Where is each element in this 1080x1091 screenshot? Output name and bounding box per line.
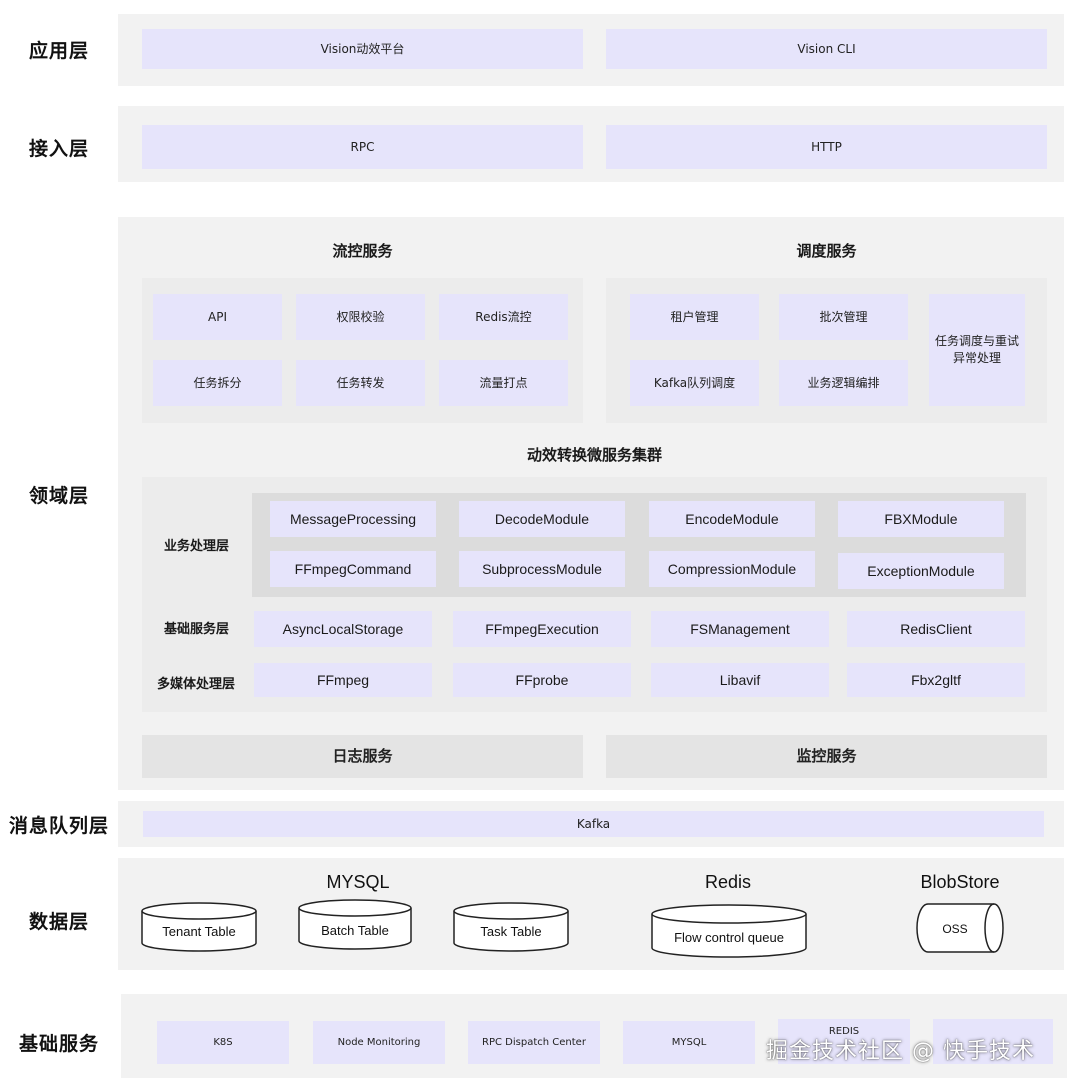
- sched-item-tenant: 租户管理: [630, 294, 759, 340]
- log-service-box: 日志服务: [142, 735, 583, 778]
- app-item-vision-cli: Vision CLI: [606, 29, 1047, 69]
- module-fbx2gltf: Fbx2gltf: [847, 663, 1025, 697]
- layer-label-infra: 基础服务: [18, 1033, 99, 1055]
- module-compression: CompressionModule: [649, 551, 815, 587]
- cluster-title: 动效转换微服务集群: [526, 446, 662, 464]
- module-fbx: FBXModule: [838, 501, 1004, 537]
- layer-label-mq: 消息队列层: [8, 815, 109, 837]
- sched-retry-line2: 异常处理: [952, 351, 1001, 365]
- monitor-service-box: 监控服务: [606, 735, 1047, 778]
- infra-item-rpc-dispatch: RPC Dispatch Center: [468, 1021, 600, 1064]
- mysql-title: MYSQL: [326, 872, 390, 892]
- mq-item-kafka: Kafka: [143, 811, 1044, 837]
- task-table-label: Task Table: [480, 924, 541, 939]
- infra-item-extra: [933, 1019, 1053, 1064]
- redis-title: Redis: [704, 872, 752, 892]
- sched-retry-line1: 任务调度与重试: [934, 334, 1019, 348]
- module-encode: EncodeModule: [649, 501, 815, 537]
- flow-item-task-split: 任务拆分: [153, 360, 282, 406]
- db-cylinder-tenant: Tenant Table: [141, 902, 257, 952]
- sched-item-batch: 批次管理: [779, 294, 908, 340]
- infra-item-k8s: K8S: [157, 1021, 289, 1064]
- data-layer-band: [118, 858, 1064, 970]
- infra-item-mysql: MYSQL: [623, 1021, 755, 1064]
- module-async-local-storage: AsyncLocalStorage: [254, 611, 432, 647]
- sched-item-biz-orchestration: 业务逻辑编排: [779, 360, 908, 406]
- base-service-layer-label: 基础服务层: [164, 622, 230, 637]
- sched-item-retry-exception: 任务调度与重试 异常处理: [929, 294, 1025, 406]
- db-cylinder-redis: Flow control queue: [651, 904, 807, 958]
- oss-label: OSS: [942, 922, 967, 936]
- module-exception: ExceptionModule: [838, 553, 1004, 589]
- module-ffmpeg: FFmpeg: [254, 663, 432, 697]
- flow-item-redis-flow: Redis流控: [439, 294, 568, 340]
- tenant-table-label: Tenant Table: [162, 924, 236, 939]
- business-layer-label: 业务处理层: [164, 539, 230, 554]
- infra-item-node-monitoring: Node Monitoring: [313, 1021, 445, 1064]
- flow-item-api: API: [153, 294, 282, 340]
- layer-label-app: 应用层: [28, 40, 89, 62]
- app-item-vision-platform: Vision动效平台: [142, 29, 583, 69]
- module-libavif: Libavif: [651, 663, 829, 697]
- batch-table-label: Batch Table: [321, 923, 389, 938]
- layer-label-data: 数据层: [28, 911, 89, 933]
- module-ffmpeg-command: FFmpegCommand: [270, 551, 436, 587]
- sched-item-kafka-queue: Kafka队列调度: [630, 360, 759, 406]
- scheduling-title: 调度服务: [796, 242, 857, 260]
- layer-label-domain: 领域层: [28, 485, 89, 507]
- module-redis-client: RedisClient: [847, 611, 1025, 647]
- module-subprocess: SubprocessModule: [459, 551, 625, 587]
- watermark-text: 掘金技术社区 @ 快手技术: [766, 1039, 1035, 1064]
- flow-item-traffic-tracking: 流量打点: [439, 360, 568, 406]
- infra-item-redis: REDIS: [778, 1019, 910, 1064]
- oss-storage-shape: OSS: [916, 903, 1004, 953]
- layer-label-access: 接入层: [28, 138, 89, 160]
- flow-item-task-forward: 任务转发: [296, 360, 425, 406]
- module-ffprobe: FFprobe: [453, 663, 631, 697]
- flow-control-title: 流控服务: [332, 242, 393, 260]
- media-layer-label: 多媒体处理层: [157, 677, 236, 692]
- module-decode: DecodeModule: [459, 501, 625, 537]
- db-cylinder-task: Task Table: [453, 902, 569, 952]
- db-cylinder-batch: Batch Table: [298, 899, 412, 950]
- access-item-rpc: RPC: [142, 125, 583, 169]
- module-fs-management: FSManagement: [651, 611, 829, 647]
- blobstore-title: BlobStore: [920, 872, 1000, 892]
- module-ffmpeg-execution: FFmpegExecution: [453, 611, 631, 647]
- module-message-processing: MessageProcessing: [270, 501, 436, 537]
- flow-item-permission: 权限校验: [296, 294, 425, 340]
- flow-control-queue-label: Flow control queue: [674, 930, 784, 945]
- access-item-http: HTTP: [606, 125, 1047, 169]
